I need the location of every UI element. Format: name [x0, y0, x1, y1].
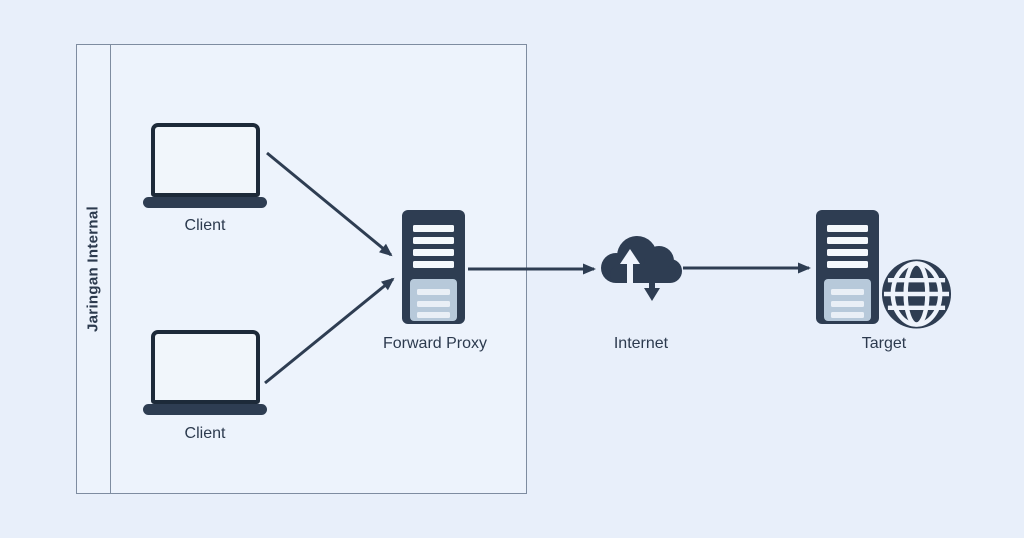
arrow-client-bottom-to-proxy — [264, 277, 395, 385]
laptop-base — [143, 197, 267, 208]
globe-icon — [881, 259, 952, 329]
client-bottom-label: Client — [184, 425, 226, 442]
server-icon — [816, 210, 879, 324]
target-label: Target — [861, 335, 907, 352]
arrow-client-top-to-proxy — [266, 151, 393, 257]
laptop-icon — [151, 330, 260, 404]
server-icon — [402, 210, 465, 324]
forward-proxy-label: Forward Proxy — [382, 335, 488, 352]
cloud-transfer-icon — [601, 236, 682, 301]
laptop-base — [143, 404, 267, 415]
boundary-divider-line — [110, 45, 111, 493]
internet-label: Internet — [613, 335, 669, 352]
client-top-label: Client — [184, 217, 226, 234]
laptop-icon — [151, 123, 260, 197]
